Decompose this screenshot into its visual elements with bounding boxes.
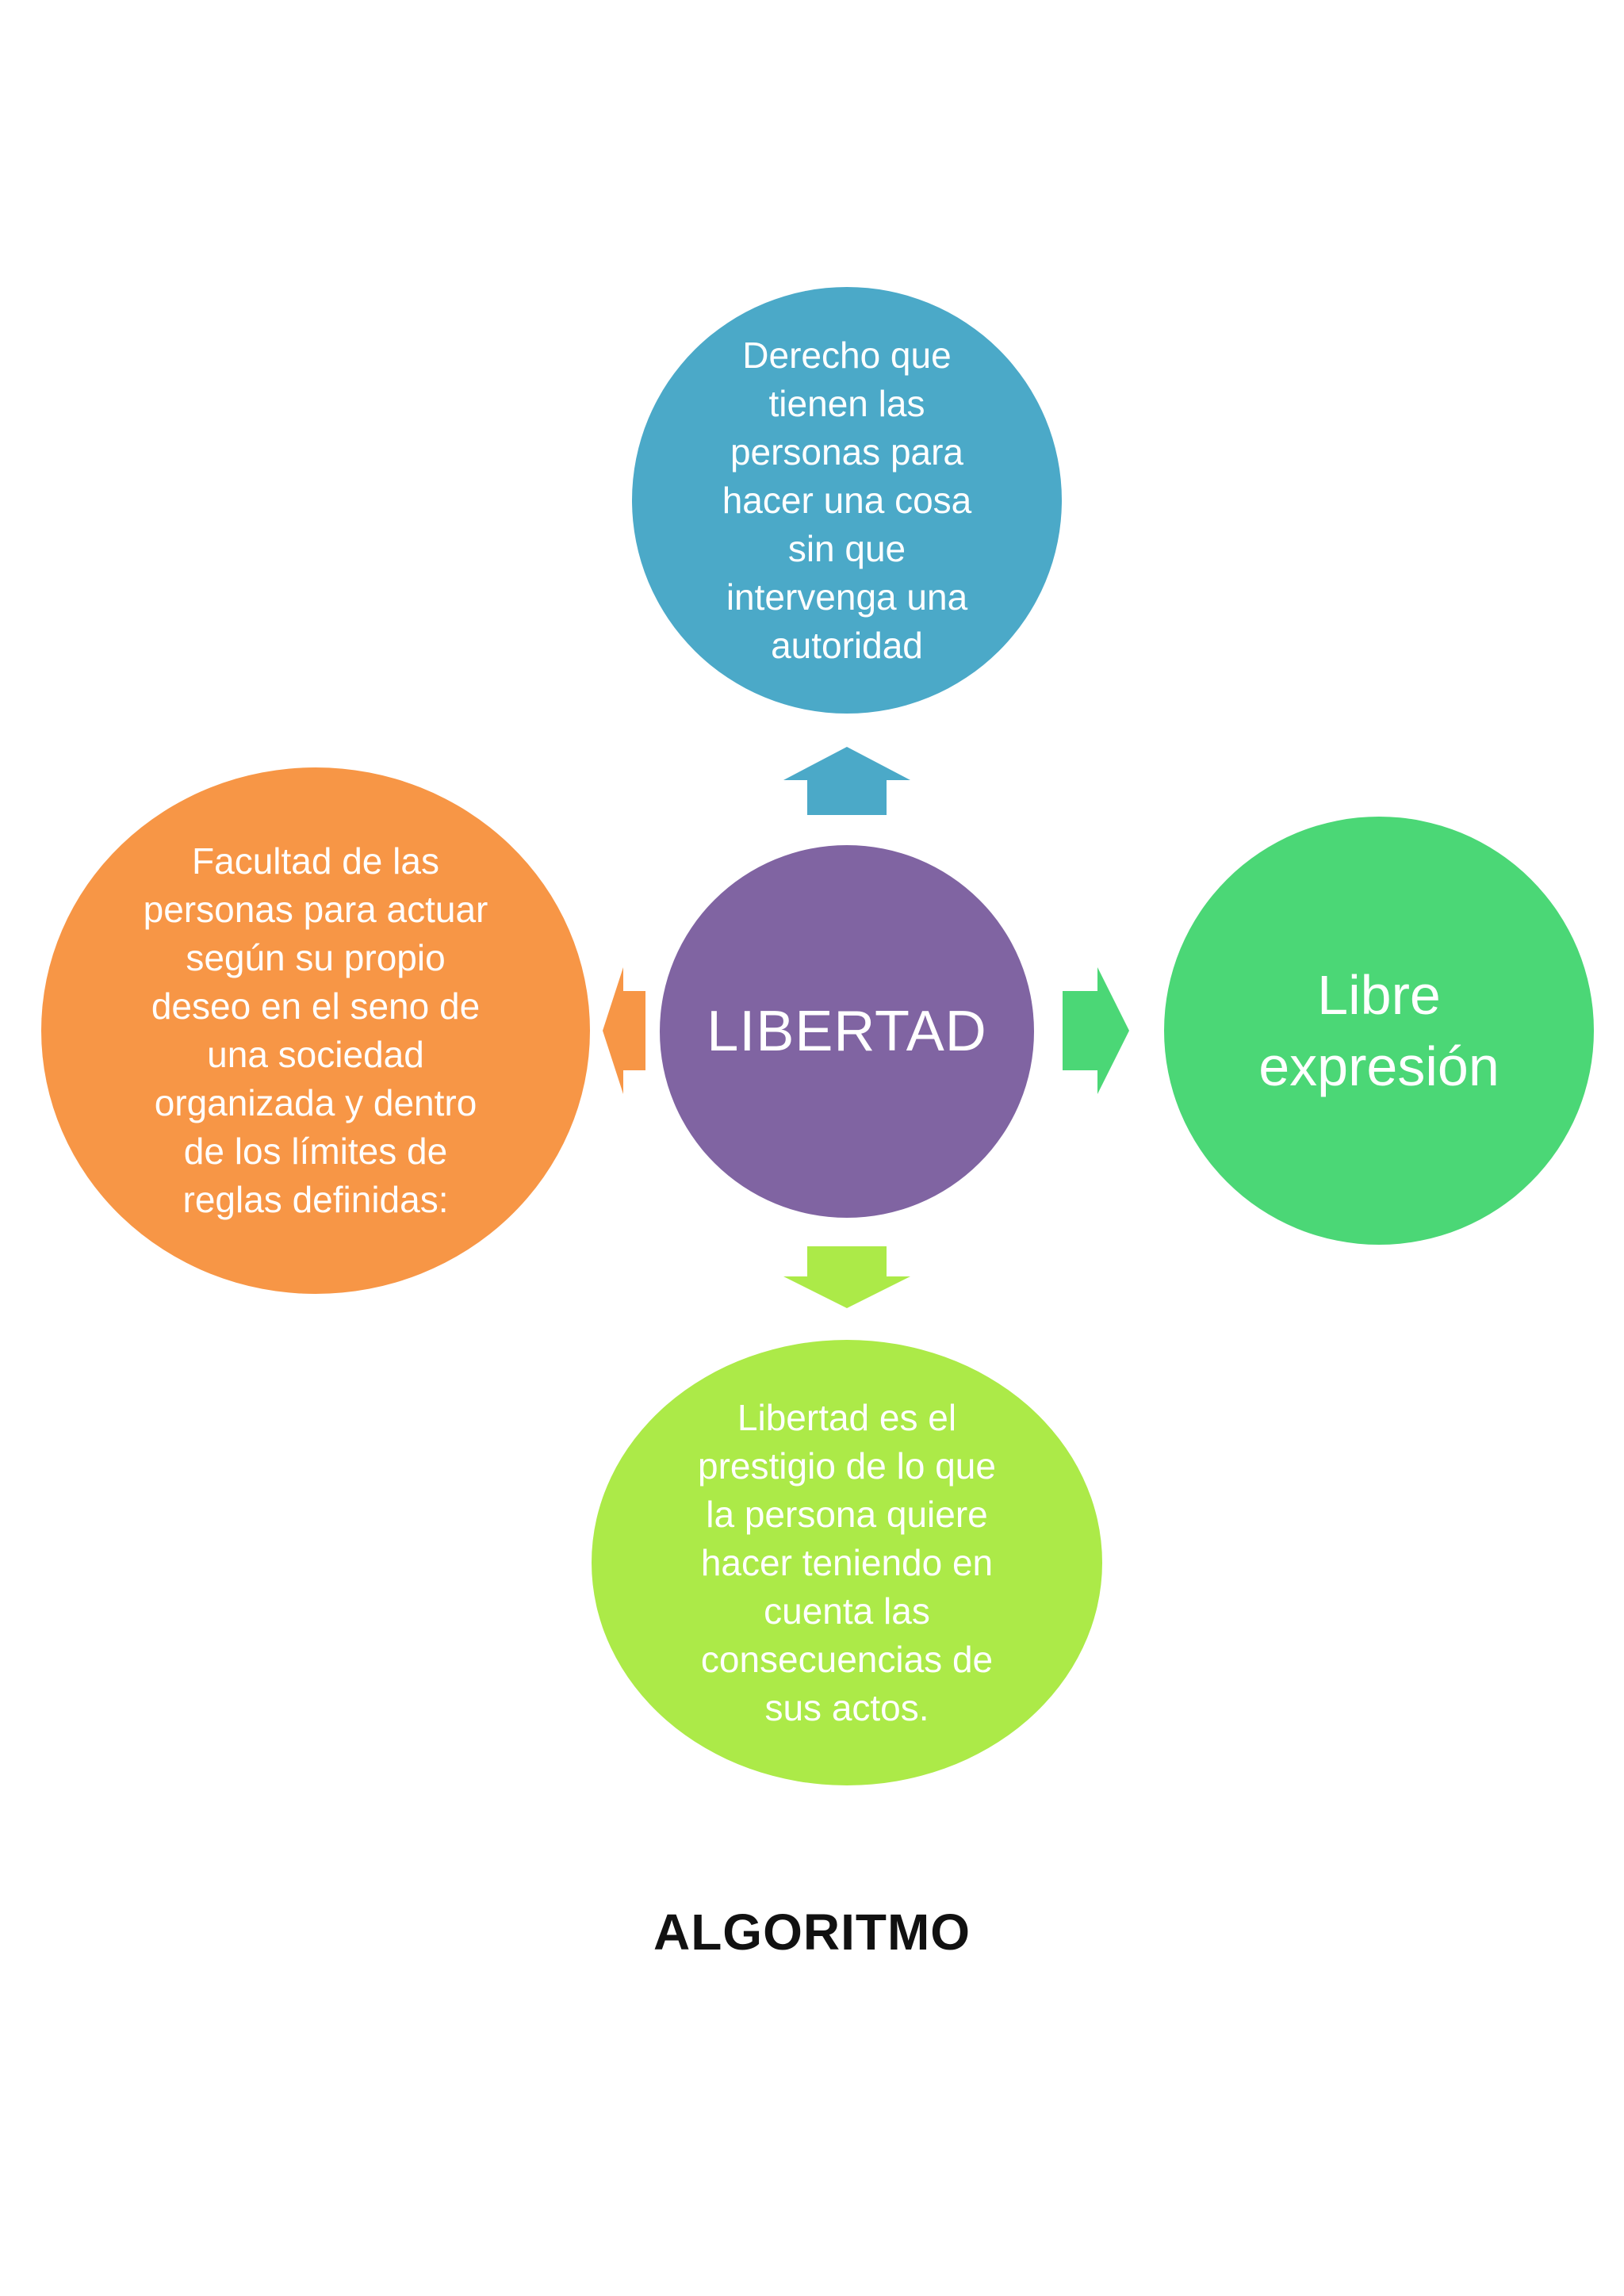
node-definition-faculty-text: Facultad de las personas para actuar seg… xyxy=(143,840,488,1220)
node-definition-right: Derecho que tienen las personas para hac… xyxy=(632,287,1062,714)
node-center-libertad: LIBERTAD xyxy=(660,845,1034,1218)
node-libre-expresion-text: Libre expresión xyxy=(1258,964,1500,1097)
arrow-up-icon xyxy=(783,747,910,815)
caption-title: ALGORITMO xyxy=(653,1904,971,1961)
node-libre-expresion: Libre expresión xyxy=(1164,817,1594,1245)
node-definition-prestige-text: Libertad es el prestigio de lo que la pe… xyxy=(698,1396,996,1728)
node-center-label: LIBERTAD xyxy=(707,1000,987,1063)
arrow-down-icon xyxy=(783,1246,910,1308)
node-definition-prestige: Libertad es el prestigio de lo que la pe… xyxy=(592,1340,1102,1785)
arrow-left-icon xyxy=(603,967,645,1094)
node-definition-faculty: Facultad de las personas para actuar seg… xyxy=(41,767,590,1294)
arrow-right-icon xyxy=(1063,967,1129,1094)
node-definition-right-text: Derecho que tienen las personas para hac… xyxy=(722,334,972,666)
